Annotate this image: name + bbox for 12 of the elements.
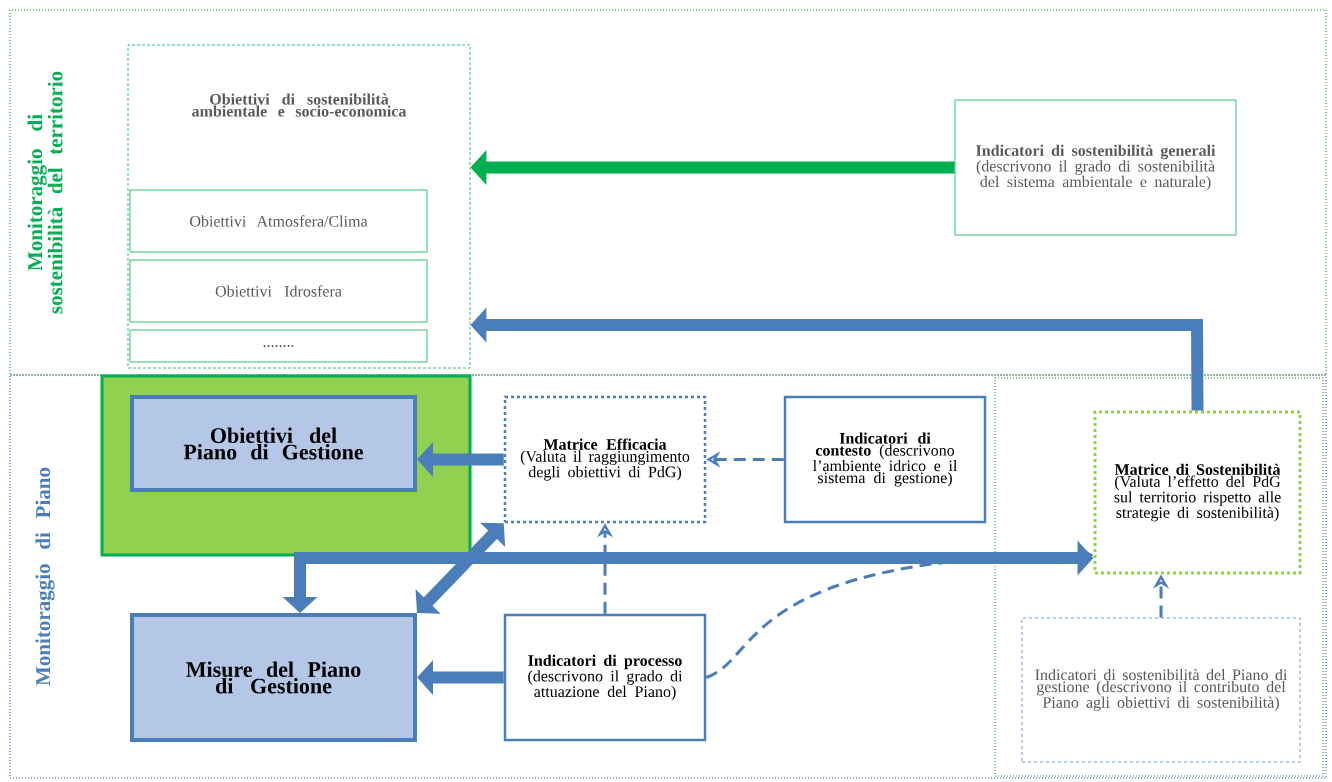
region-frame — [994, 377, 1324, 777]
indicator-box: Indicatori di processo (descrivono il grado di attuazione del Piano) — [503, 613, 707, 742]
matrix-box: Matrice Efficacia (Valuta il raggiungimento degli obiettivi di PdG) — [503, 395, 707, 524]
indicator-box: Indicatori di sostenibilità generali (descrivono il grado di sostenibilità del sistema ambientale e naturale) — [954, 99, 1237, 236]
indicator-box: Indicatori di contesto (descrivono l’ambiente idrico e il sistema di gestione) — [783, 395, 987, 524]
indicator-box: Indicatori di sostenibilità del Piano di gestione (descrivono il contributo del Piano agli obiettivi di sostenibilità) — [1021, 617, 1301, 763]
objective-box: ........ — [129, 329, 428, 363]
objective-box: Obiettivi Idrosfera — [129, 259, 428, 323]
plan-box: Obiettivi del Piano di Gestione — [130, 395, 417, 492]
matrix-box: Matrice di Sostenibilità (Valuta l’effetto del PdG sul territorio rispetto alle strategie di sostenibilità) — [1093, 410, 1302, 575]
plan-box: Misure del Piano di Gestione — [130, 613, 417, 742]
objective-box: Obiettivi Atmosfera/Clima — [129, 189, 428, 253]
